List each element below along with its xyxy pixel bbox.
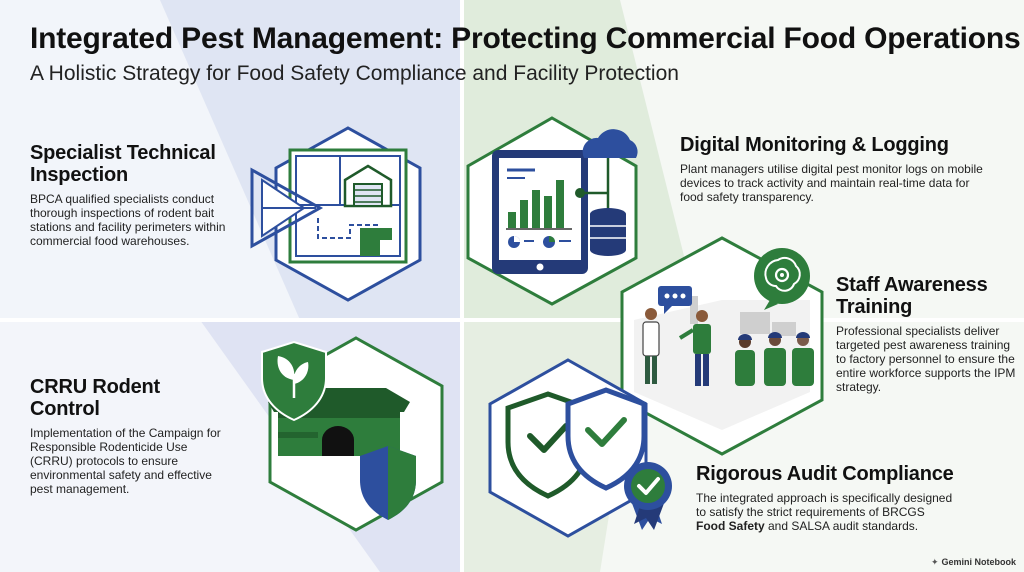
brand-label: ✦Gemini Notebook (931, 557, 1016, 568)
brain-gear-icon (754, 248, 810, 310)
warehouse-floorplan-icon (250, 148, 408, 264)
audit-text-bold: Food Safety (696, 519, 765, 533)
award-badge-icon (624, 462, 672, 530)
crru-text: Implementation of the Campaign for Respo… (30, 426, 221, 496)
inspection-heading: Specialist Technical Inspection (30, 142, 216, 186)
audit-heading: Rigorous Audit Compliance (696, 463, 954, 485)
leaf-shield-icon (261, 340, 327, 422)
audit-section: Rigorous Audit Compliance The integrated… (696, 463, 956, 533)
inspection-text: BPCA qualified specialists conduct thoro… (30, 192, 226, 248)
staff-heading: Staff Awareness Training (836, 274, 988, 318)
audit-text-after: and SALSA audit standards. (764, 519, 919, 533)
cloud-icon (575, 129, 638, 210)
page-subtitle: A Holistic Strategy for Food Safety Comp… (30, 62, 679, 85)
crru-section: CRRU Rodent Control Implementation of th… (30, 376, 230, 496)
digital-heading: Digital Monitoring & Logging (680, 134, 949, 156)
crru-heading: CRRU Rodent Control (30, 376, 161, 420)
tablet-chart-icon (492, 150, 588, 274)
audit-text: The integrated approach is specifically … (696, 491, 956, 533)
page-title: Integrated Pest Management: Protecting C… (30, 22, 1021, 55)
database-icon (590, 208, 626, 256)
digital-text: Plant managers utilise digital pest moni… (680, 162, 983, 204)
brand-text: Gemini Notebook (941, 557, 1016, 567)
check-shields-icon (505, 387, 647, 499)
staff-text: Professional specialists deliver targete… (836, 324, 1016, 394)
digital-section: Digital Monitoring & Logging Plant manag… (680, 134, 990, 204)
training-people-icon (634, 286, 814, 430)
bait-station-icon (268, 388, 410, 456)
inspection-section: Specialist Technical Inspection BPCA qua… (30, 142, 240, 248)
sparkle-icon: ✦ (930, 557, 939, 567)
audit-text-before: The integrated approach is specifically … (696, 491, 953, 519)
staff-section: Staff Awareness Training Professional sp… (836, 274, 1016, 394)
blue-shield-icon (360, 446, 416, 520)
